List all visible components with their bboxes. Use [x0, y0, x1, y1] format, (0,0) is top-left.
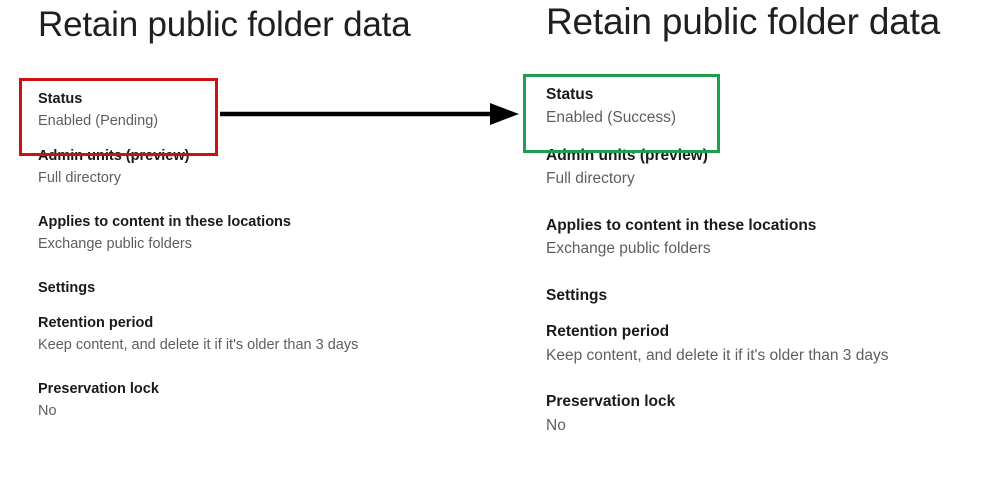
property-label: Status — [546, 86, 594, 103]
property-status: Status Enabled (Success) — [546, 85, 888, 130]
property-locations: Applies to content in these locations Ex… — [38, 213, 358, 255]
property-label: Admin units (preview) — [546, 146, 708, 164]
property-value: Exchange public folders — [38, 236, 192, 253]
property-label: Retention period — [546, 323, 670, 341]
property-label: Preservation lock — [546, 393, 676, 411]
property-list-after: Status Enabled (Success) Admin units (pr… — [546, 85, 888, 451]
property-value: Exchange public folders — [546, 240, 711, 258]
property-value: Enabled (Pending) — [38, 113, 159, 130]
property-retention-period: Retention period Keep content, and delet… — [546, 322, 888, 367]
property-label: Status — [38, 91, 83, 107]
property-retention-period: Retention period Keep content, and delet… — [38, 314, 358, 356]
property-value: Full directory — [38, 170, 121, 187]
right-arrow-icon — [220, 103, 519, 125]
after-state-panel: Retain public folder data Status Enabled… — [500, 0, 999, 481]
page-title: Retain public folder data — [38, 5, 411, 44]
property-value: No — [546, 416, 566, 434]
property-value: Keep content, and delete it if it's olde… — [546, 346, 889, 364]
property-settings-heading: Settings — [546, 286, 888, 306]
property-locations: Applies to content in these locations Ex… — [546, 216, 888, 261]
property-label: Admin units (preview) — [38, 148, 190, 165]
property-value: Keep content, and delete it if it's olde… — [38, 336, 359, 353]
property-label: Settings — [38, 280, 96, 297]
property-label: Applies to content in these locations — [38, 214, 291, 231]
property-label: Preservation lock — [38, 380, 159, 397]
property-settings-heading: Settings — [38, 279, 358, 298]
property-value: Full directory — [546, 170, 635, 188]
property-label: Retention period — [38, 314, 154, 331]
property-value: Enabled (Success) — [546, 109, 677, 127]
property-value: No — [38, 402, 57, 419]
property-admin-units: Admin units (preview) Full directory — [546, 146, 888, 191]
property-status: Status Enabled (Pending) — [38, 90, 358, 132]
property-label: Applies to content in these locations — [546, 216, 817, 234]
property-admin-units: Admin units (preview) Full directory — [38, 147, 358, 189]
property-label: Settings — [546, 286, 608, 304]
before-state-panel: Retain public folder data Status Enabled… — [38, 5, 411, 436]
property-preservation-lock: Preservation lock No — [38, 380, 358, 422]
page-title: Retain public folder data — [546, 1, 941, 42]
property-preservation-lock: Preservation lock No — [546, 392, 888, 437]
property-list-before: Status Enabled (Pending) Admin units (pr… — [38, 90, 358, 436]
